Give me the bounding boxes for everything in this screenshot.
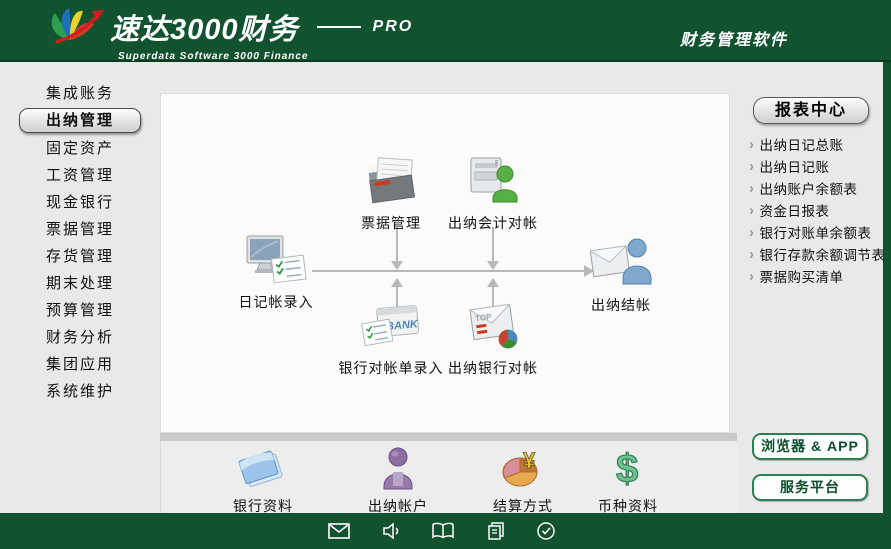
svg-text:Vic: Vic (371, 165, 382, 173)
flow-node-label: 出纳会计对帐 (448, 215, 538, 231)
flow-node-bank-statement-entry[interactable]: BANK 银行对帐单录入 (336, 299, 446, 378)
title-block: 速达3000财务 PRO Superdata Software 3000 Fin… (110, 6, 413, 62)
quickbar-item-cashier-account[interactable]: 出纳帐户 (343, 446, 453, 516)
sidebar: 集成账务 出纳管理 固定资产 工资管理 现金银行 票据管理 存货管理 期末处理 … (0, 80, 160, 405)
report-link-bank-deposit-adjustment[interactable]: ›银行存款余额调节表 (749, 245, 886, 264)
envelope-piechart-icon: TOP (464, 303, 522, 355)
copy-icon[interactable] (486, 521, 506, 541)
flowchart-panel: 日记帐录入 Vic (160, 93, 730, 433)
right-edge-strip (883, 62, 891, 513)
sidebar-item-fixed-assets[interactable]: 固定资产 (45, 140, 114, 157)
flow-arrowhead-right (584, 265, 594, 277)
book-icon[interactable] (431, 522, 455, 540)
sidebar-item-cashier-management[interactable]: 出纳管理 (19, 108, 141, 133)
accountant-person-icon (465, 157, 521, 210)
app-edition: PRO (372, 18, 414, 35)
sidebar-item-period-end[interactable]: 期末处理 (45, 275, 114, 292)
sidebar-item-inventory-management[interactable]: 存货管理 (45, 248, 114, 265)
chevron-right-icon: › (749, 135, 755, 153)
app-title: 速达3000财务 (110, 14, 299, 46)
flow-node-bank-reconciliation[interactable]: TOP 出纳银行对帐 (438, 299, 548, 378)
report-link-bank-statement-balance[interactable]: ›银行对账单余额表 (749, 223, 872, 242)
flow-node-label: 银行对帐单录入 (338, 360, 444, 376)
sidebar-item-salary-management[interactable]: 工资管理 (45, 167, 114, 184)
pie-yuan-icon: ¥ (499, 448, 547, 494)
quickbar-item-label: 币种资料 (598, 498, 658, 514)
flow-line-bankrecon-up (492, 286, 494, 314)
report-link-cashier-journal[interactable]: ›出纳日记账 (749, 157, 830, 176)
svg-text:¥: ¥ (523, 448, 536, 473)
flow-line-bills-down (396, 227, 398, 263)
svg-text:BANK: BANK (386, 318, 420, 333)
statusbar (0, 513, 891, 549)
header: 速达3000财务 PRO Superdata Software 3000 Fin… (0, 0, 891, 62)
sidebar-item-budget-management[interactable]: 预算管理 (45, 302, 114, 319)
header-tagline: 财务管理软件 (679, 32, 788, 49)
chevron-right-icon: › (749, 267, 755, 285)
quickbar-item-bank-data[interactable]: 银行资料 (208, 446, 318, 516)
report-center-button[interactable]: 报表中心 (753, 97, 869, 124)
flow-node-accountant-reconciliation[interactable]: 出纳会计对帐 (438, 154, 548, 233)
app-logo-icon (42, 4, 108, 57)
report-link-cashier-journal-ledger[interactable]: ›出纳日记总账 (749, 135, 844, 154)
quickbar-item-settlement-method[interactable]: ¥ 结算方式 (468, 446, 578, 516)
envelope-person-icon (588, 238, 652, 292)
service-platform-button[interactable]: 服务平台 (752, 474, 868, 501)
flow-line-bankstmt-up (396, 286, 398, 314)
report-link-bill-purchase-list[interactable]: ›票据购买清单 (749, 267, 844, 286)
flow-node-cashier-closing[interactable]: 出纳结帐 (566, 234, 676, 315)
folder-documents-icon: Vic (362, 157, 420, 210)
sidebar-item-system-maintenance[interactable]: 系统维护 (45, 383, 114, 400)
flow-arrowhead-accountant-down (487, 261, 499, 270)
blue-folder-icon (237, 450, 289, 494)
green-dollar-icon: $ (608, 446, 648, 494)
app-subtitle: Superdata Software 3000 Finance (118, 51, 309, 62)
flow-node-label: 日记帐录入 (238, 294, 314, 310)
panel-divider (160, 433, 737, 441)
flow-node-bill-management[interactable]: Vic 票据管理 (336, 156, 446, 233)
monitor-checklist-icon (245, 235, 307, 289)
flow-line-horizontal (312, 270, 584, 272)
flow-node-label: 出纳银行对帐 (448, 360, 538, 376)
chevron-right-icon: › (749, 223, 755, 241)
mail-icon[interactable] (328, 522, 350, 540)
flow-node-label: 票据管理 (361, 215, 421, 231)
quickbar-item-label: 结算方式 (493, 498, 553, 514)
quickbar-item-label: 银行资料 (233, 498, 293, 514)
purple-person-icon (376, 447, 420, 494)
title-dash (316, 26, 361, 28)
sidebar-item-cash-bank[interactable]: 现金银行 (45, 194, 114, 211)
flow-arrowhead-bankrecon-up (487, 278, 499, 287)
flow-arrowhead-bills-down (391, 261, 403, 270)
flow-node-label: 出纳结帐 (591, 297, 651, 313)
quickbar-item-currency-data[interactable]: $ 币种资料 (573, 446, 683, 516)
flow-node-journal-entry[interactable]: 日记帐录入 (221, 233, 331, 312)
svg-text:TOP: TOP (475, 312, 493, 323)
chevron-right-icon: › (749, 201, 755, 219)
flow-line-accountant-down (492, 227, 494, 263)
chevron-right-icon: › (749, 245, 755, 263)
speaker-icon[interactable] (381, 521, 401, 541)
quickbar: 银行资料 出纳帐户 ¥ 结算方 (160, 441, 737, 516)
sidebar-item-integrated-accounting[interactable]: 集成账务 (45, 85, 114, 102)
svg-text:$: $ (616, 447, 638, 490)
chevron-right-icon: › (749, 179, 755, 197)
sidebar-item-financial-analysis[interactable]: 财务分析 (45, 329, 114, 346)
flow-arrowhead-bankstmt-up (391, 278, 403, 287)
clock-check-icon[interactable] (536, 521, 556, 541)
browser-app-button[interactable]: 浏览器 & APP (752, 433, 868, 460)
report-center-links: ›出纳日记总账 ›出纳日记账 ›出纳账户余额表 ›资金日报表 ›银行对账单余额表… (749, 133, 889, 287)
chevron-right-icon: › (749, 157, 755, 175)
report-link-fund-daily-report[interactable]: ›资金日报表 (749, 201, 830, 220)
report-link-cashier-account-balance[interactable]: ›出纳账户余额表 (749, 179, 858, 198)
sidebar-item-group-application[interactable]: 集团应用 (45, 356, 114, 373)
sidebar-item-bill-management[interactable]: 票据管理 (45, 221, 114, 238)
bank-statement-icon: BANK (360, 305, 422, 355)
quickbar-item-label: 出纳帐户 (368, 498, 428, 514)
